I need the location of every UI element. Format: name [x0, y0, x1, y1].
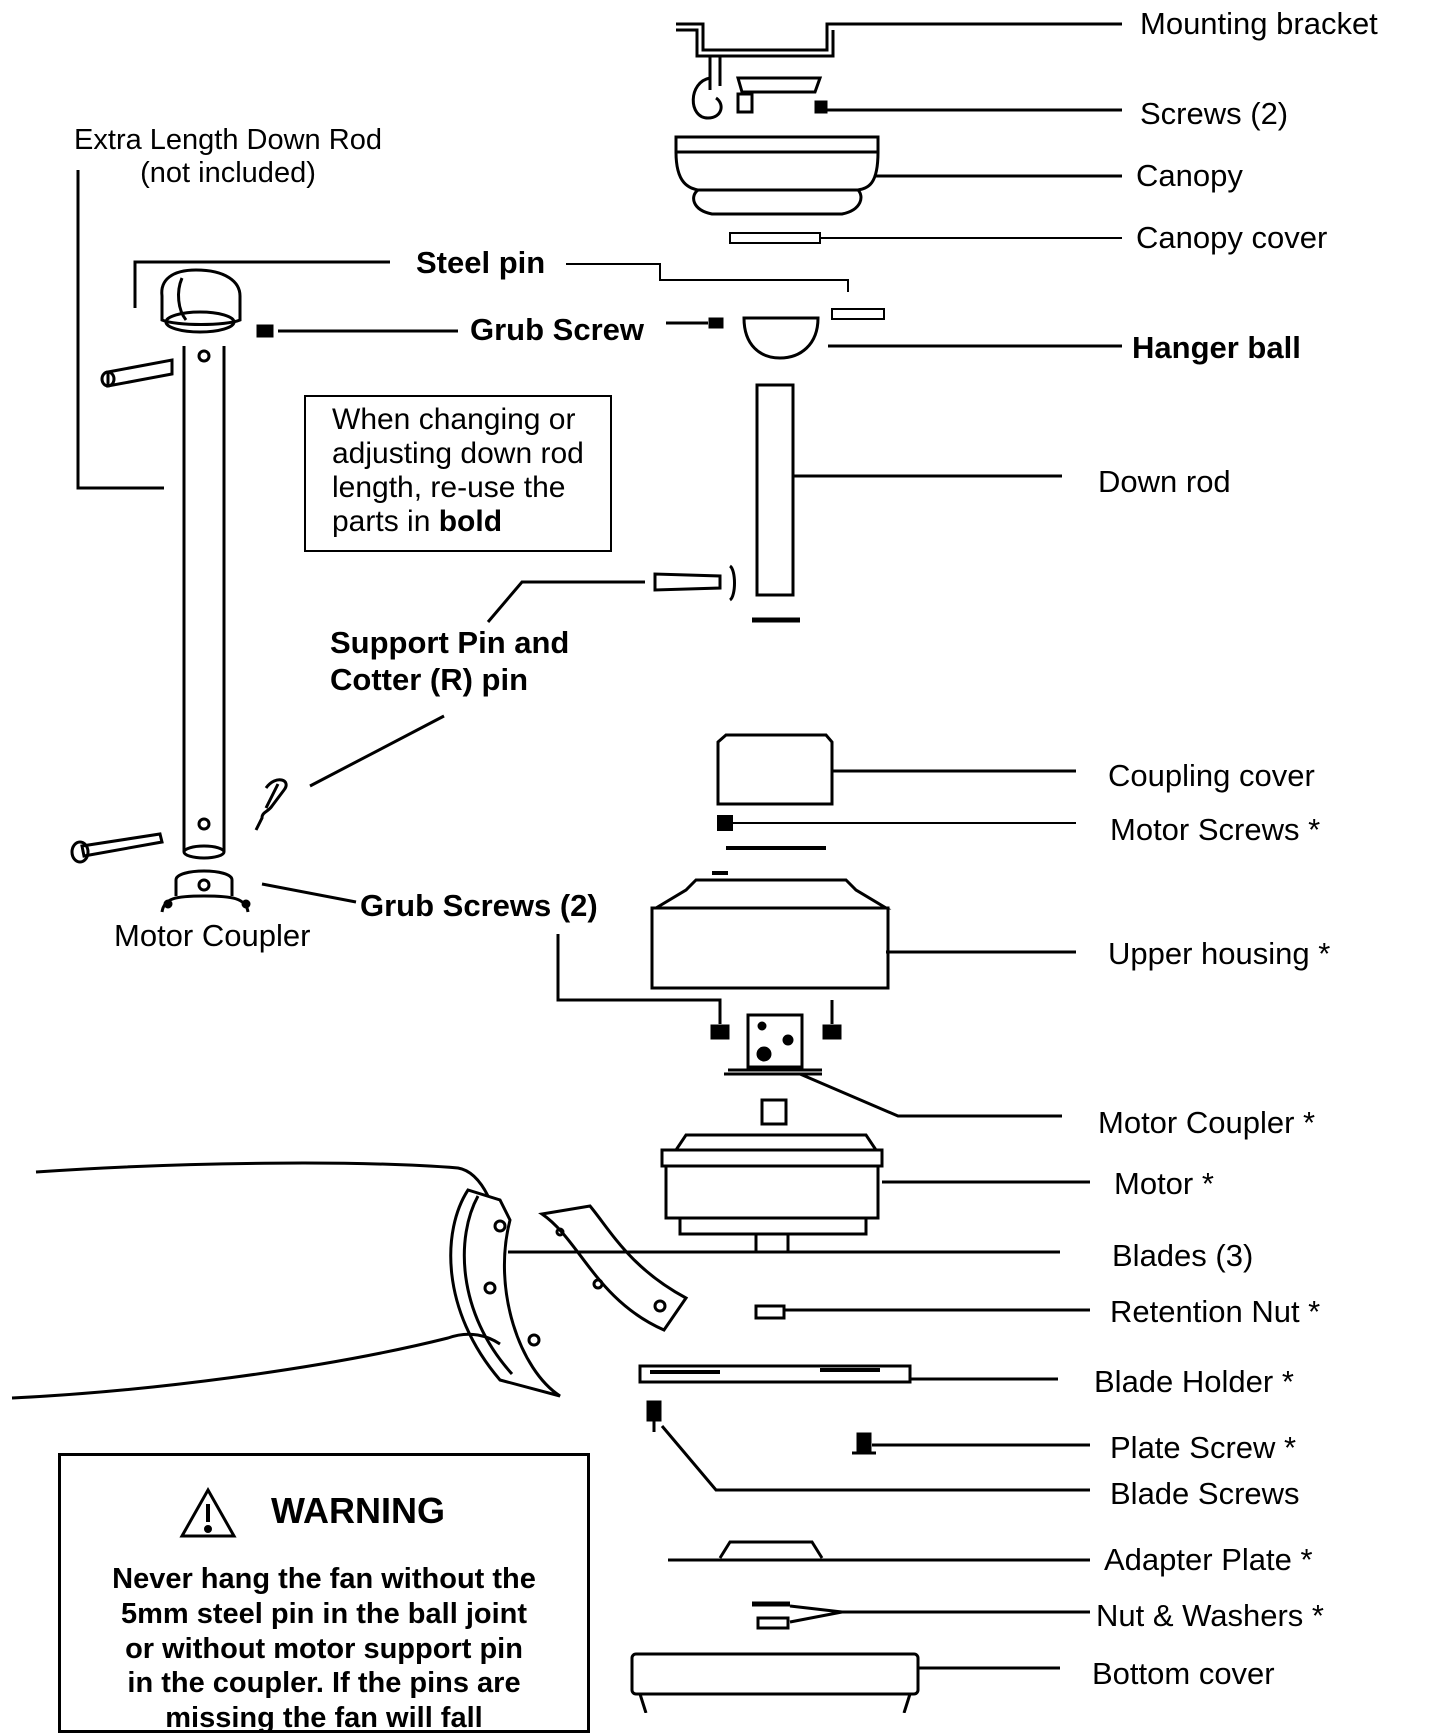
- warning-line4: in the coupler. If the pins are: [127, 1667, 521, 1700]
- motor-coupler-center-part: [556, 934, 1062, 1118]
- warning-title: WARNING: [271, 1490, 445, 1531]
- label-canopy-cover: Canopy cover: [1136, 220, 1328, 255]
- extra-rod-line2: (not included): [140, 157, 316, 190]
- label-bottom-cover: Bottom cover: [1092, 1656, 1275, 1691]
- canopy-part: [674, 135, 1122, 216]
- blade-holder-part: [638, 1364, 1058, 1384]
- reuse-note-box: When changing or adjusting down rod leng…: [304, 395, 612, 552]
- retention-nut-part: [754, 1304, 1090, 1320]
- label-blade-screws: Blade Screws: [1110, 1476, 1300, 1511]
- extra-rod-line1: Extra Length Down Rod: [74, 124, 382, 156]
- down-rod-part: [752, 383, 1062, 623]
- hanger-ball-part: [666, 316, 1122, 360]
- label-down-rod: Down rod: [1098, 464, 1231, 499]
- label-mounting-bracket: Mounting bracket: [1140, 6, 1378, 41]
- label-motor-screws: Motor Screws *: [1110, 812, 1321, 847]
- warning-heading: WARNING: [61, 1490, 587, 1532]
- label-screws: Screws (2): [1140, 96, 1289, 131]
- note-line3: length, re-use the: [332, 470, 566, 504]
- label-coupling-cover: Coupling cover: [1108, 758, 1315, 793]
- label-extra-length-down-rod: Extra Length Down Rod (not included): [58, 124, 398, 191]
- label-retention-nut: Retention Nut *: [1110, 1294, 1321, 1329]
- warning-line5: missing the fan will fall: [165, 1702, 483, 1735]
- note-line4: parts in bold: [332, 505, 600, 539]
- coupling-cover-part: [716, 733, 1076, 806]
- note-line1: When changing or: [332, 403, 576, 436]
- adapter-plate-part: [668, 1540, 1090, 1562]
- label-grub-screws: Grub Screws (2): [360, 888, 598, 923]
- nut-washers-part: [752, 1601, 1090, 1630]
- label-nut-washers: Nut & Washers *: [1096, 1598, 1324, 1633]
- label-support-pin: Support Pin and Cotter (R) pin: [330, 624, 569, 698]
- note-line4-bold: bold: [438, 504, 503, 538]
- warning-text: Never hang the fan without the 5mm steel…: [61, 1562, 587, 1736]
- screws-bottom-part: [646, 1400, 1090, 1492]
- label-upper-housing: Upper housing *: [1108, 936, 1331, 971]
- support-pin-line1: Support Pin and: [330, 625, 570, 660]
- warning-triangle-icon: [179, 1486, 237, 1538]
- label-hanger-ball: Hanger ball: [1132, 330, 1301, 365]
- bottom-cover-part: [630, 1652, 1060, 1713]
- canopy-cover-part: [729, 232, 1122, 244]
- warning-box: WARNING Never hang the fan without the 5…: [58, 1453, 590, 1736]
- label-motor-coupler: Motor Coupler: [114, 918, 311, 953]
- label-blades: Blades (3): [1112, 1238, 1254, 1273]
- blade-part: [11, 1161, 1060, 1400]
- label-grub-screw: Grub Screw: [470, 312, 644, 347]
- label-motor: Motor *: [1114, 1166, 1214, 1201]
- label-plate-screw: Plate Screw *: [1110, 1430, 1297, 1465]
- steel-pin-part: [566, 263, 885, 320]
- warning-line3: or without motor support pin: [125, 1632, 523, 1665]
- label-canopy: Canopy: [1136, 158, 1243, 193]
- support-pin-line2: Cotter (R) pin: [330, 662, 529, 698]
- warning-line1: Never hang the fan without the: [112, 1563, 536, 1595]
- upper-housing-part: [650, 878, 1076, 990]
- label-steel-pin: Steel pin: [416, 245, 546, 280]
- warning-line2: 5mm steel pin in the ball joint: [120, 1597, 528, 1630]
- label-adapter-plate: Adapter Plate *: [1104, 1542, 1313, 1577]
- support-pin-part: [486, 564, 736, 623]
- label-motor-coupler-star: Motor Coupler *: [1098, 1105, 1316, 1140]
- note-line2: adjusting down rod: [332, 436, 584, 470]
- note-line4-prefix: parts in: [332, 504, 439, 538]
- label-blade-holder: Blade Holder *: [1094, 1364, 1294, 1399]
- motor-screws-part: [712, 815, 1076, 875]
- mounting-bracket-part: [676, 22, 1122, 120]
- motor-part: [660, 1098, 1090, 1254]
- extra-down-rod-part: [70, 170, 458, 913]
